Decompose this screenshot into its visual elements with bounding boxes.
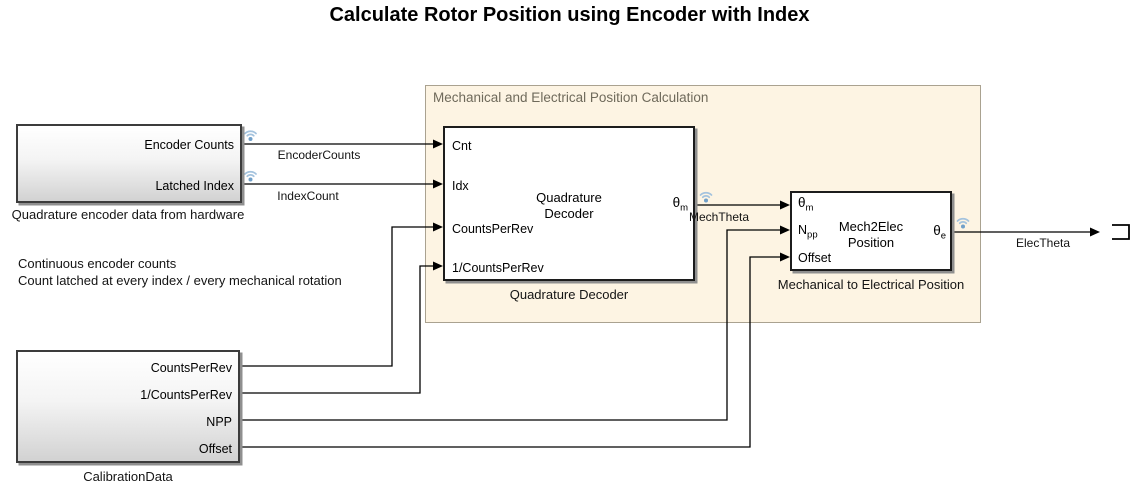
caption-calibration-data: CalibrationData	[83, 469, 173, 484]
logging-wifi-icon-latched-index[interactable]	[244, 170, 257, 182]
wire-offset[interactable]	[241, 256, 781, 448]
arrowhead-npp	[780, 225, 790, 235]
arrowhead-offset	[780, 252, 790, 262]
arrowhead-countsperrev	[433, 222, 443, 232]
signal-label-encoder-counts: EncoderCounts	[277, 148, 361, 162]
block-quadrature-decoder[interactable]: Cnt Idx CountsPerRev 1/CountsPerRev Quad…	[443, 126, 695, 281]
subsystem-area-title: Mechanical and Electrical Position Calcu…	[433, 90, 709, 105]
port-cal-countsperrev: CountsPerRev	[150, 361, 232, 375]
wire-inv-counts-per-rev[interactable]	[241, 265, 434, 394]
logging-wifi-icon-elec-theta[interactable]	[956, 217, 970, 229]
logging-wifi-icon-encoder-counts[interactable]	[244, 130, 257, 141]
arrowhead-idx	[433, 179, 443, 189]
port-theta-e-out: θe	[933, 223, 946, 242]
caption-encoder-block: Quadrature encoder data from hardware	[11, 207, 245, 222]
annotation-encoder-notes[interactable]: Continuous encoder counts Count latched …	[18, 256, 342, 288]
port-cal-inv-countsperrev: 1/CountsPerRev	[140, 388, 232, 402]
block-mech2elec-position[interactable]: θm Npp Offset Mech2Elec Position θe	[790, 191, 952, 271]
port-offset: Offset	[798, 251, 832, 265]
wire-counts-per-rev[interactable]	[241, 226, 434, 367]
arrowhead-elec-theta	[1090, 227, 1100, 237]
port-encoder-counts: Encoder Counts	[144, 138, 234, 152]
port-countsperrev: CountsPerRev	[452, 222, 534, 236]
wire-npp[interactable]	[241, 229, 781, 421]
block-quadrature-encoder-hardware[interactable]: Encoder Counts Latched Index	[16, 124, 242, 203]
port-theta-m-in: θm	[798, 195, 814, 214]
signal-label-mech-theta: MechTheta	[688, 210, 750, 224]
arrowhead-inv-countsperrev	[433, 261, 443, 271]
caption-quadrature-decoder: Quadrature Decoder	[509, 287, 629, 302]
port-npp: Npp	[798, 223, 818, 241]
mech2elec-name: Mech2Elec Position	[838, 219, 904, 250]
port-cal-npp: NPP	[206, 415, 232, 429]
arrowhead-cnt	[433, 139, 443, 149]
terminator-bracket[interactable]	[1112, 224, 1130, 240]
signal-label-index-count: IndexCount	[277, 189, 339, 203]
decoder-name: Quadrature Decoder	[536, 190, 602, 221]
arrowhead-theta-m	[780, 200, 790, 210]
diagram-title: Calculate Rotor Position using Encoder w…	[329, 4, 810, 26]
signal-label-elec-theta: ElecTheta	[1015, 236, 1071, 250]
port-cnt: Cnt	[452, 139, 472, 153]
block-calibration-data[interactable]: CountsPerRev 1/CountsPerRev NPP Offset	[16, 350, 240, 463]
port-inv-countsperrev: 1/CountsPerRev	[452, 261, 544, 275]
port-cal-offset: Offset	[198, 442, 232, 456]
logging-wifi-icon-mech-theta[interactable]	[699, 191, 713, 203]
port-theta-m-out: θm	[672, 195, 688, 214]
port-latched-index: Latched Index	[155, 179, 234, 193]
caption-mech2elec: Mechanical to Electrical Position	[777, 277, 965, 292]
port-idx: Idx	[452, 179, 469, 193]
